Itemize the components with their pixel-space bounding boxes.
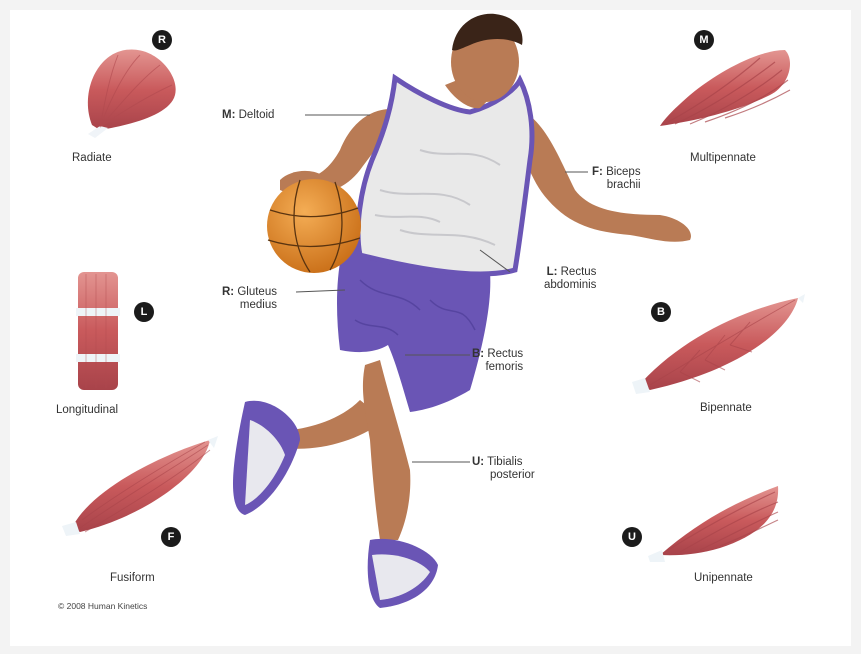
label-code: M: [222,109,235,121]
label-deltoid: M: Deltoid [222,109,274,122]
label-name: Tibialis [487,456,522,468]
badge-fusiform: F [161,527,181,547]
label-rectus-abdominis: L: Rectus abdominis [544,266,596,292]
caption-longitudinal: Longitudinal [56,404,118,417]
label-name: Biceps [606,166,641,178]
label-name: Deltoid [239,109,275,121]
caption-bipennate: Bipennate [700,402,752,415]
label-code: R: [222,286,234,298]
radiate-muscle [88,49,176,138]
label-rectus-femoris: B: Rectus femoris [472,348,523,374]
fusiform-muscle [62,436,218,536]
label-tibialis-posterior: U: Tibialis posterior [472,456,535,482]
label-name: Rectus [487,348,523,360]
label-name-line2: brachii [592,179,641,192]
label-code: B: [472,348,484,360]
basketball-player [233,14,691,608]
label-name-line2: abdominis [544,279,596,292]
longitudinal-muscle [76,272,120,390]
copyright: © 2008 Human Kinetics [58,601,147,611]
label-code: L: [547,266,558,278]
label-code: F: [592,166,603,178]
label-name: Gluteus [237,286,277,298]
badge-bipennate: B [651,302,671,322]
caption-multipennate: Multipennate [690,152,756,165]
caption-radiate: Radiate [72,152,112,165]
label-gluteus-medius: R: Gluteus medius [222,286,277,312]
badge-longitudinal: L [134,302,154,322]
badge-multipennate: M [694,30,714,50]
label-name-line2: medius [222,299,277,312]
label-biceps-brachii: F: Biceps brachii [592,166,641,192]
badge-radiate: R [152,30,172,50]
label-name-line2: posterior [472,469,535,482]
caption-fusiform: Fusiform [110,572,155,585]
unipennate-muscle [648,486,778,562]
multipennate-muscle [660,50,790,126]
label-name-line2: femoris [472,361,523,374]
caption-unipennate: Unipennate [694,572,753,585]
badge-unipennate: U [622,527,642,547]
label-code: U: [472,456,484,468]
label-name: Rectus [561,266,597,278]
